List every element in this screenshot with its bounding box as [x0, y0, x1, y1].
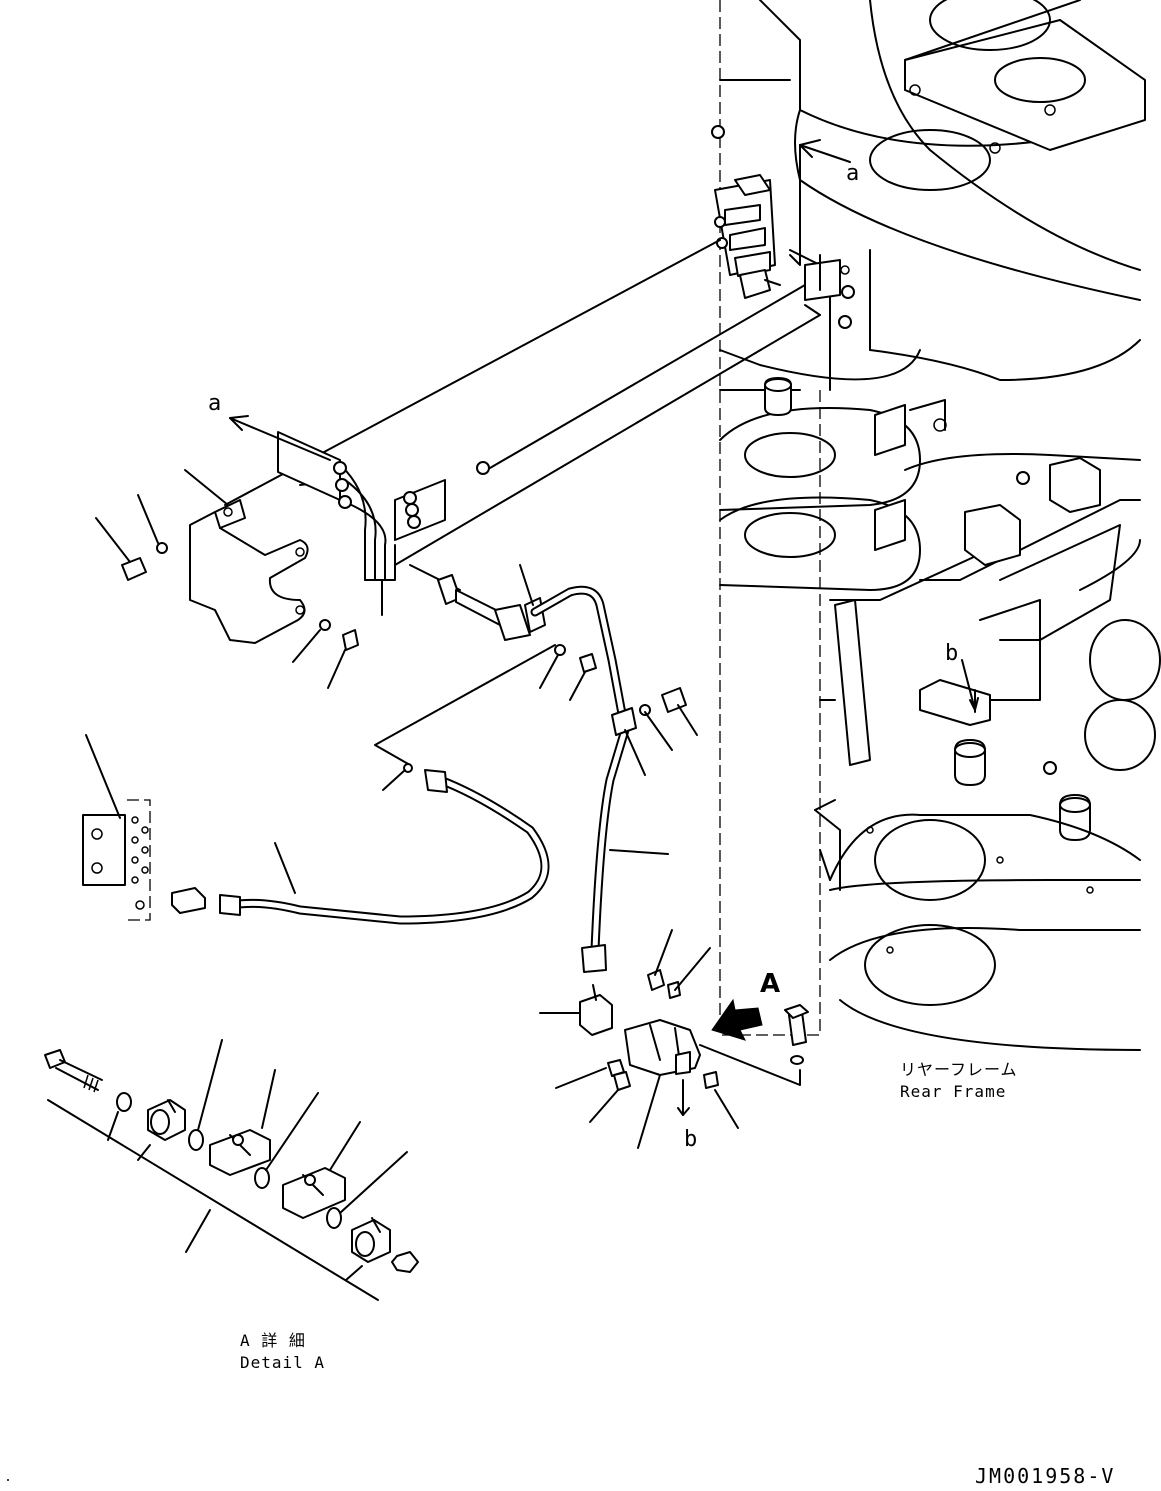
rear-frame-label-en: Rear Frame — [900, 1082, 1006, 1101]
valve-assembly: b — [539, 929, 809, 1152]
callout-a-left: a — [208, 391, 331, 461]
view-arrow-a: A — [711, 969, 780, 1041]
label-b-frame: b — [945, 641, 958, 666]
label-a-left: a — [208, 391, 221, 416]
terminal-block — [82, 734, 151, 921]
callout-a-top: a — [789, 139, 859, 266]
label-view-a: A — [760, 969, 780, 999]
callout-b-frame: b — [945, 641, 979, 711]
valve-stack-upper — [714, 174, 850, 301]
rear-frame — [711, 0, 1161, 1051]
detail-a-label-jp: A 詳 細 — [240, 1331, 306, 1350]
detail-a-label-en: Detail A — [240, 1353, 325, 1372]
rear-frame-label-jp: リヤーフレーム — [900, 1060, 1018, 1079]
pipe-bracket — [95, 469, 359, 689]
drawing-code: JM001958-V — [975, 1464, 1115, 1488]
pipe-bundle — [224, 239, 821, 616]
label-b-valve: b — [684, 1127, 697, 1152]
hoses — [171, 564, 698, 973]
detail-a-exploded — [44, 1039, 419, 1301]
label-a-top: a — [846, 161, 859, 186]
